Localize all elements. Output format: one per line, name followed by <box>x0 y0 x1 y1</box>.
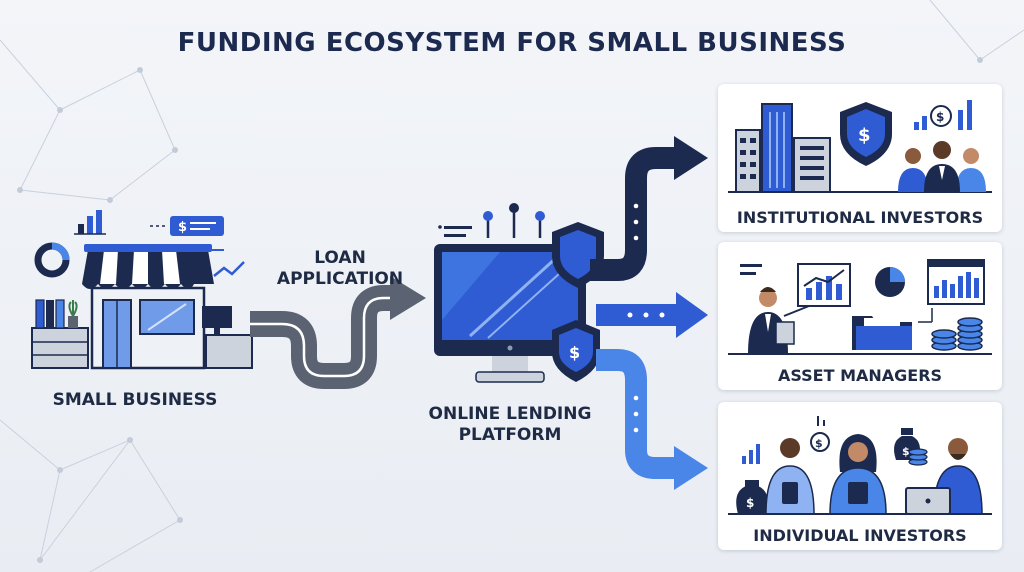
arrow-to-institutional-investors <box>590 136 708 281</box>
loan-application-label-line2: APPLICATION <box>276 269 404 289</box>
loan-application-label-line1: LOAN <box>314 248 366 268</box>
online-lending-platform-label: ONLINE LENDING PLATFORM <box>410 404 610 446</box>
online-lending-platform-illustration: $ <box>434 203 604 383</box>
arrow-to-individual-investors <box>596 349 708 490</box>
platform-label-line1: ONLINE LENDING <box>428 404 592 424</box>
small-business-shop-illustration: $ <box>31 210 253 370</box>
institutional-people-icon <box>898 141 986 192</box>
institutional-investors-card: $ $ INSTITUTIONAL INVESTORS <box>718 84 1002 232</box>
small-business-currency-icon: $ <box>178 220 187 235</box>
asset-managers-card: ASSET MANAGERS <box>718 242 1002 390</box>
loan-application-label: LOAN APPLICATION <box>270 248 410 290</box>
individual-investors-card: $ $ $ <box>718 402 1002 550</box>
individual-investors-label: INDIVIDUAL INVESTORS <box>753 526 967 545</box>
institutional-coin-currency-icon: $ <box>936 110 944 124</box>
institutional-investors-label: INSTITUTIONAL INVESTORS <box>736 208 984 227</box>
institutional-investors-illustration: $ $ <box>728 100 992 193</box>
platform-shield-currency-icon: $ <box>569 343 580 362</box>
individual-bag-currency-icon: $ <box>746 496 754 510</box>
individual-investors-illustration: $ $ $ <box>728 416 992 515</box>
small-business-label: SMALL BUSINESS <box>52 390 218 410</box>
institutional-shield-currency-icon: $ <box>858 125 871 146</box>
loan-application-arrow <box>250 276 426 389</box>
asset-managers-label: ASSET MANAGERS <box>777 366 943 385</box>
page-title: FUNDING ECOSYSTEM FOR SMALL BUSINESS <box>177 28 847 58</box>
asset-managers-illustration <box>728 259 992 355</box>
individual-coin-currency-icon: $ <box>815 437 823 450</box>
arrow-to-asset-managers <box>596 292 708 338</box>
platform-label-line2: PLATFORM <box>458 425 562 445</box>
individual-bag2-currency-icon: $ <box>902 445 910 458</box>
